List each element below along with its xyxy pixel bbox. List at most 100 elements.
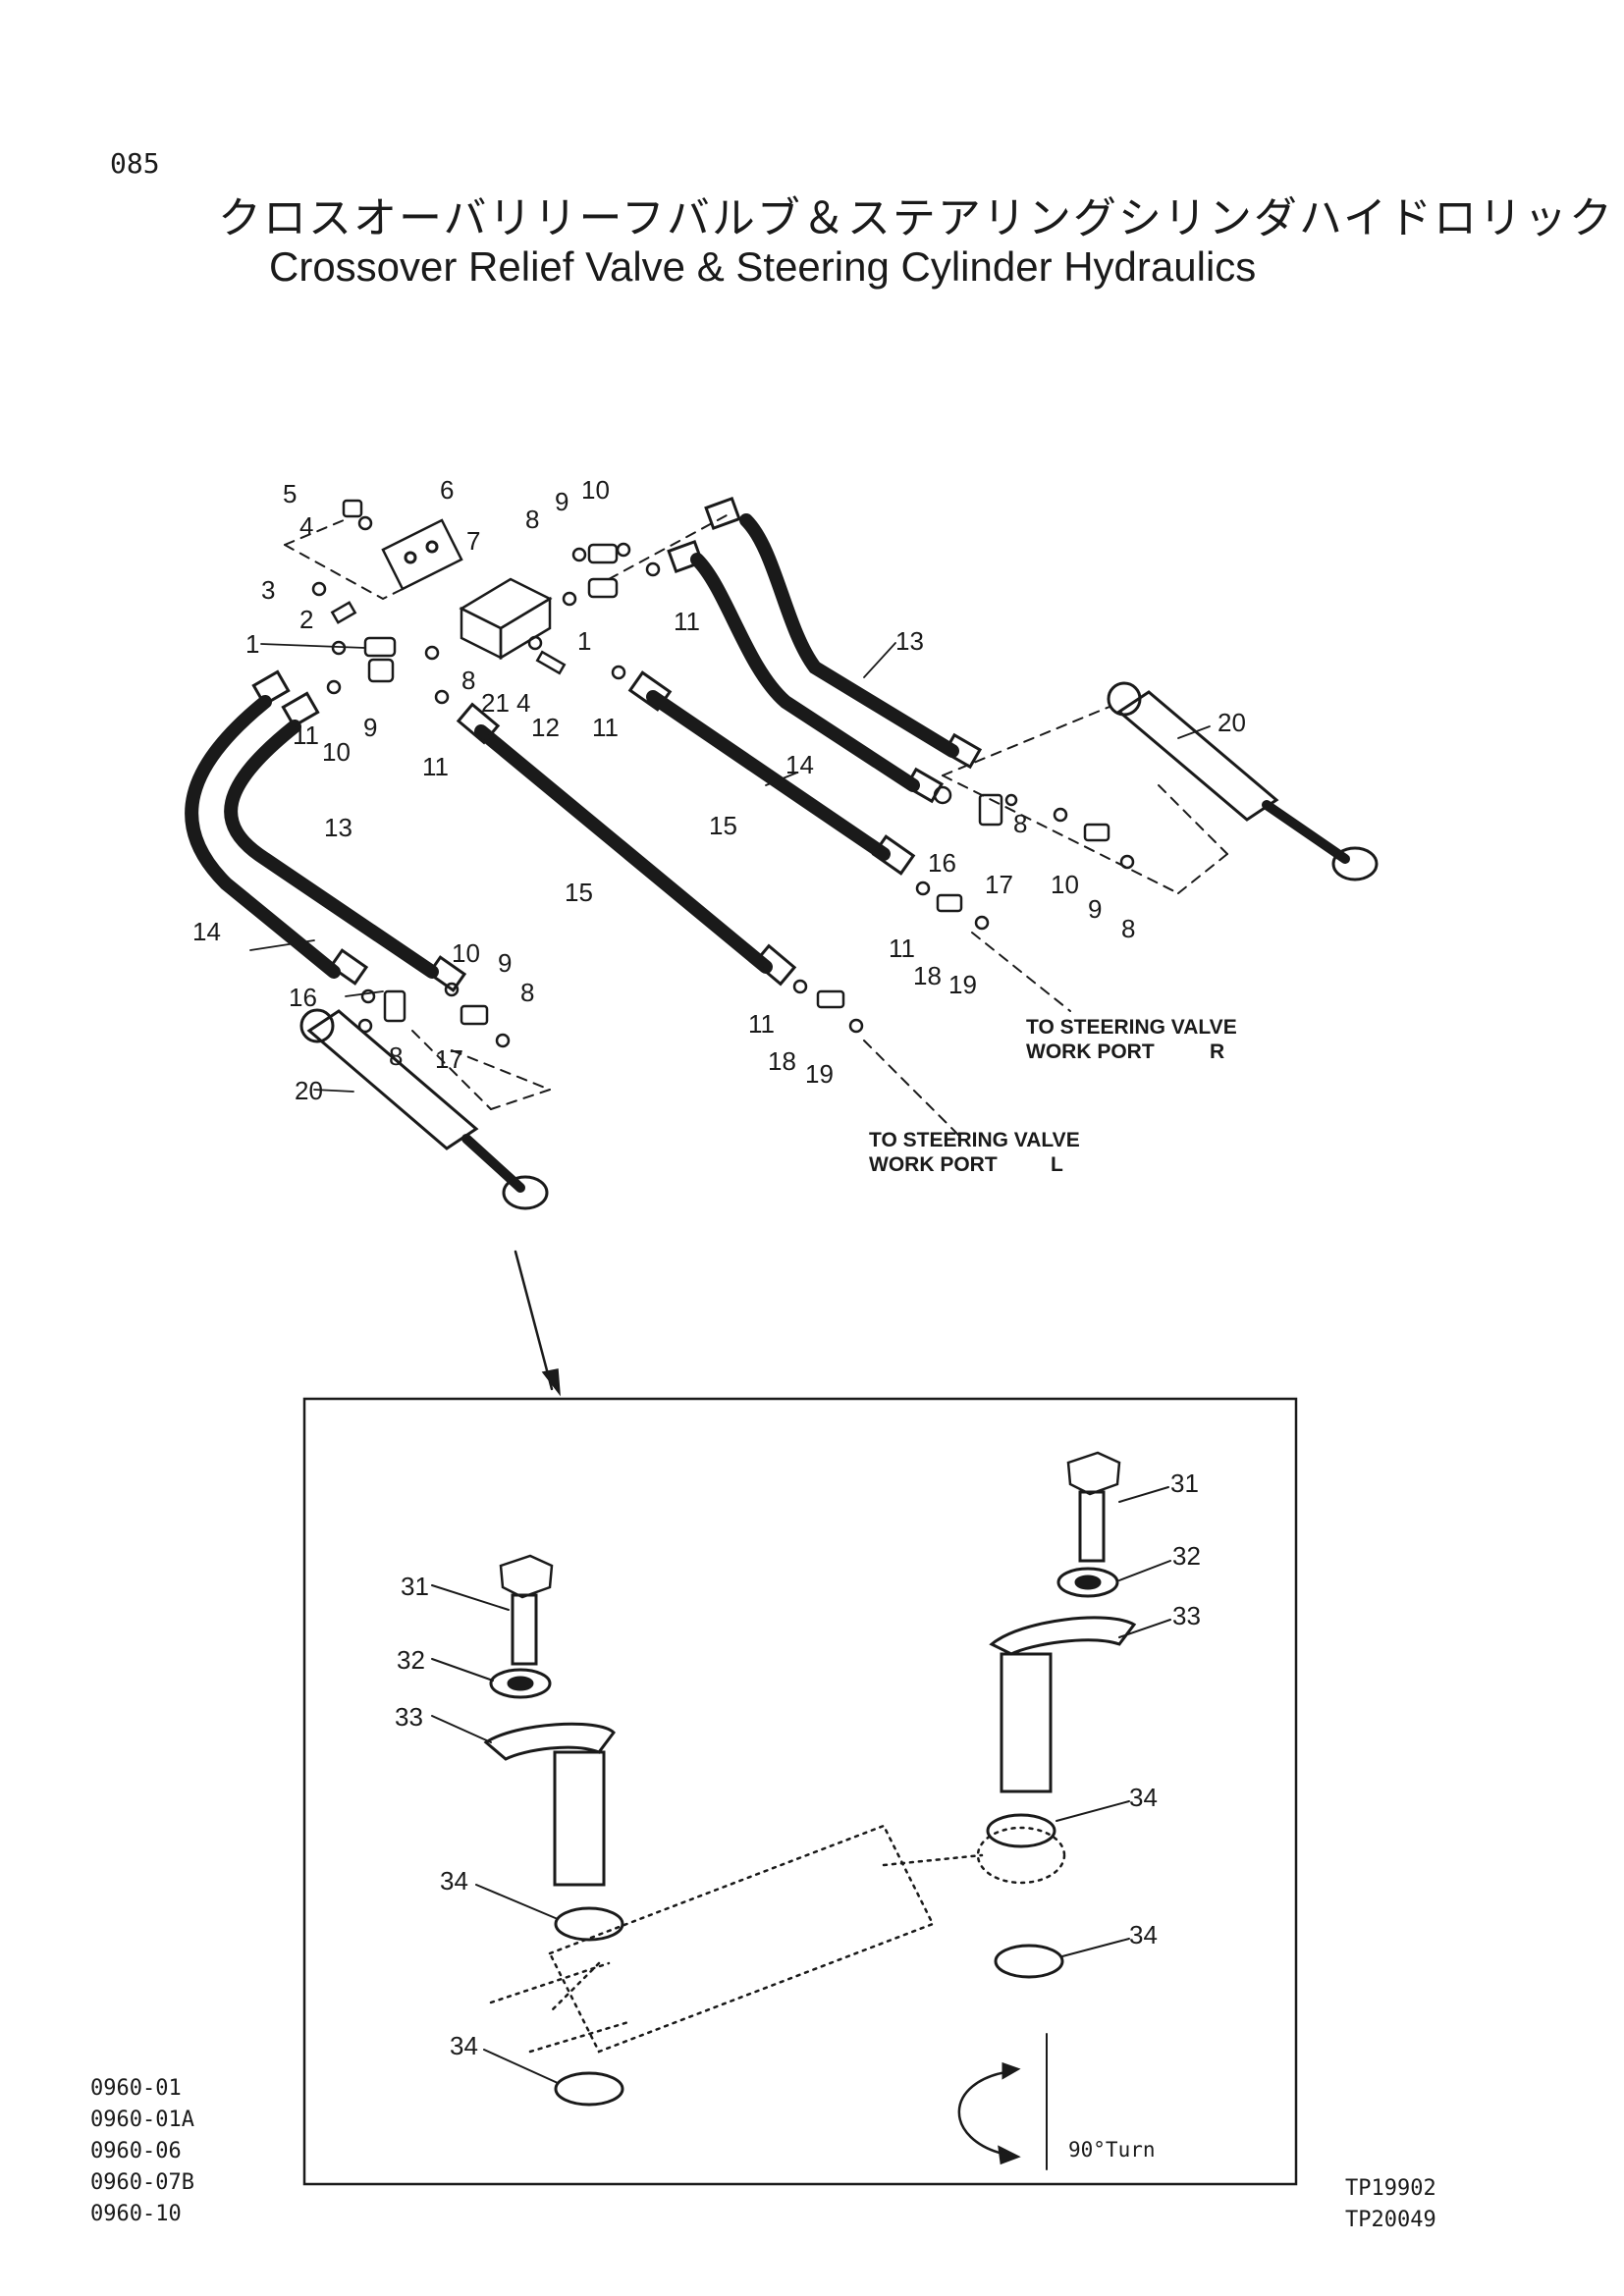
left-bushing-upper: [554, 1906, 624, 1942]
callout-8c: 8: [1013, 809, 1027, 838]
callout-8d: 8: [1121, 914, 1135, 943]
callout-11b: 11: [592, 713, 619, 742]
ref-code: 0960-10: [90, 2202, 182, 2226]
callout-17: 17: [985, 870, 1013, 899]
note-l-line2: WORK PORT: [869, 1153, 998, 1176]
callout-9: 9: [555, 487, 568, 516]
callout-3: 3: [261, 575, 275, 605]
note-l-port: L: [1051, 1153, 1063, 1176]
detail-leader-lines: [431, 1486, 1171, 2084]
detail-arrow: [514, 1250, 561, 1397]
right-pin: [989, 1616, 1137, 1793]
right-middle-hose: [627, 670, 916, 876]
left-hose-fittings: [251, 669, 467, 992]
left-washer: [489, 1668, 552, 1699]
callout-5: 5: [283, 479, 297, 508]
callout-8f: 8: [389, 1041, 403, 1071]
reference-codes: 0960-01 0960-01A 0960-06 0960-07B 0960-1…: [90, 2073, 194, 2230]
callout-31: 31: [1170, 1468, 1199, 1498]
page-number: 085: [110, 147, 160, 180]
callout-34b: 34: [1129, 1920, 1158, 1949]
callout-31b: 31: [401, 1572, 429, 1601]
callout-8e: 8: [520, 978, 534, 1007]
right-bushing-lower: [994, 1944, 1064, 1979]
callout-15: 15: [709, 811, 737, 840]
upper-leader-lines: [249, 642, 1211, 1093]
ref-code: 0960-01A: [90, 2108, 194, 2132]
callout-20b: 20: [295, 1076, 323, 1105]
callout-10b: 10: [322, 737, 351, 767]
turn-arrow: [957, 2033, 1048, 2170]
callout-8: 8: [525, 505, 539, 534]
relief-valve-block: [459, 577, 553, 661]
callout-13: 13: [895, 626, 924, 656]
callout-33b: 33: [395, 1702, 423, 1732]
callout-17b: 17: [435, 1044, 463, 1074]
callout-7: 7: [466, 526, 480, 556]
left-steering-cylinder: [299, 1008, 549, 1210]
center-hose: [456, 702, 797, 987]
callout-9b: 9: [363, 713, 377, 742]
callout-10d: 10: [452, 938, 480, 968]
small-fittings: [311, 499, 1135, 1048]
detail-callouts: 31 32 33 34 34 31 32 33 34 34: [395, 1468, 1201, 2060]
callout-20: 20: [1218, 708, 1246, 737]
callout-16b: 16: [289, 983, 317, 1012]
callout-11c: 11: [293, 721, 319, 750]
right-bushing-upper: [986, 1813, 1056, 1848]
callout-11e: 11: [889, 934, 915, 963]
callout-6: 6: [440, 475, 454, 505]
callout-34c: 34: [440, 1866, 468, 1896]
callout-14: 14: [785, 750, 814, 779]
callout-11f: 11: [748, 1009, 775, 1039]
callout-1b: 1: [577, 626, 591, 656]
callout-18: 18: [913, 961, 942, 990]
steering-notes: TO STEERING VALVE WORK PORT R TO STEERIN…: [869, 1016, 1237, 1176]
detail-frame: [302, 1397, 1298, 2186]
tp-codes: TP19902 TP20049: [1345, 2173, 1436, 2236]
dotted-cylinder-outline: [489, 1824, 1066, 2054]
callout-9c: 9: [1088, 894, 1102, 924]
right-upper-hoses: [690, 513, 959, 792]
ref-code: 0960-01: [90, 2076, 182, 2101]
right-hose-fittings: [667, 496, 983, 804]
callout-32b: 32: [397, 1645, 425, 1675]
callout-21: 21: [481, 688, 510, 718]
callout-1: 1: [245, 629, 259, 659]
callout-14b: 14: [192, 917, 221, 946]
note-r-port: R: [1210, 1041, 1224, 1063]
left-pin: [483, 1722, 616, 1887]
note-l-line1: TO STEERING VALVE: [869, 1129, 1080, 1151]
left-hoses: [185, 695, 439, 979]
callout-10: 10: [581, 475, 610, 505]
bracket-plate: [381, 518, 463, 591]
tp-code: TP19902: [1345, 2176, 1436, 2201]
callout-13b: 13: [324, 813, 352, 842]
callout-4b: 4: [516, 688, 530, 718]
left-bushing-lower: [554, 2071, 624, 2107]
callout-10c: 10: [1051, 870, 1079, 899]
callout-11: 11: [674, 607, 700, 636]
right-washer: [1056, 1567, 1119, 1598]
turn-label: 90°Turn: [1068, 2138, 1156, 2162]
title-japanese: クロスオーバリリーフバルブ＆ステアリングシリンダハイドロリック: [218, 193, 1615, 243]
left-bolt: [499, 1554, 554, 1666]
ref-code: 0960-06: [90, 2139, 182, 2163]
callout-11d: 11: [422, 752, 449, 781]
tp-code: TP20049: [1345, 2208, 1436, 2232]
callout-34d: 34: [450, 2031, 478, 2060]
callout-19b: 19: [805, 1059, 834, 1089]
callout-16: 16: [928, 848, 956, 878]
ref-code: 0960-07B: [90, 2170, 194, 2195]
right-steering-cylinder: [1107, 681, 1379, 881]
title-english: Crossover Relief Valve & Steering Cylind…: [269, 243, 1257, 290]
callout-19: 19: [948, 970, 977, 999]
callout-15b: 15: [565, 878, 593, 907]
note-r-line1: TO STEERING VALVE: [1026, 1016, 1237, 1039]
callout-18b: 18: [768, 1046, 796, 1076]
callout-32: 32: [1172, 1541, 1201, 1571]
callout-8b: 8: [461, 666, 475, 695]
callout-4: 4: [299, 511, 313, 541]
callout-33: 33: [1172, 1601, 1201, 1630]
